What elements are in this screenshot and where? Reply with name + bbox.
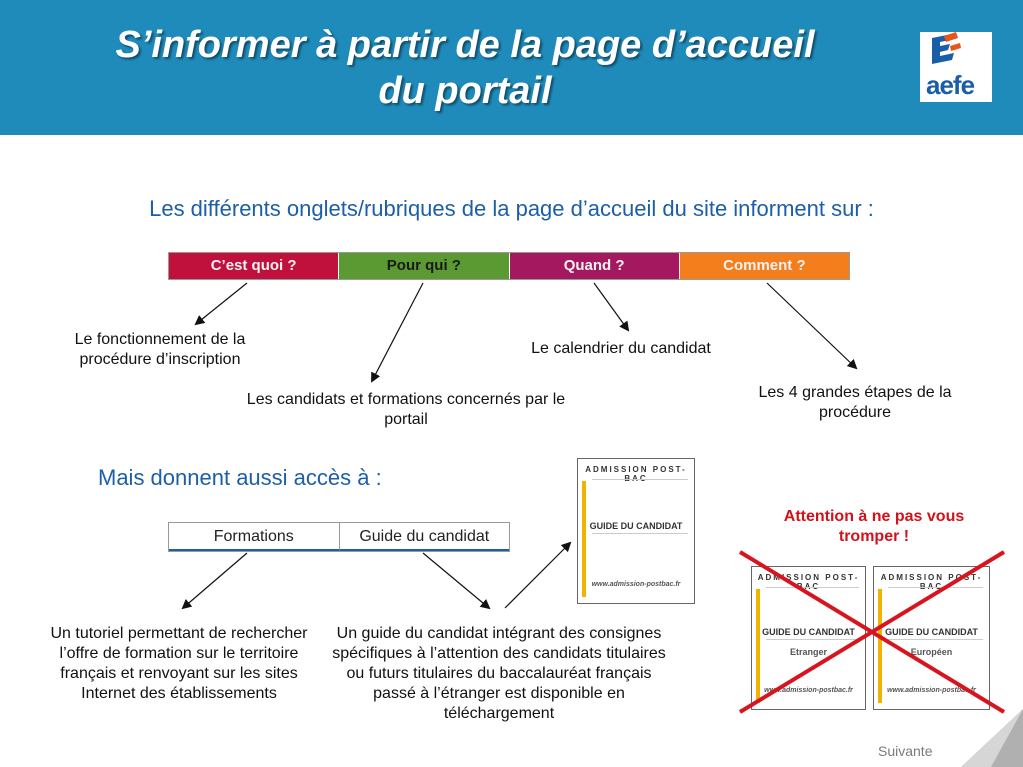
doc-header: ADMISSION POST-BAC — [880, 573, 983, 591]
doc-yellow-bar — [878, 589, 882, 703]
homepage-tabs: C’est quoi ? Pour qui ? Quand ? Comment … — [168, 252, 850, 280]
title-line-1: S’informer à partir de la page d’accueil — [115, 24, 815, 66]
tab-pour-qui[interactable]: Pour qui ? — [339, 253, 510, 279]
arrow-to-document — [504, 541, 572, 609]
note-candidats: Les candidats et formations concernés pa… — [246, 391, 566, 428]
arrow-to-etapes — [766, 282, 858, 370]
doc-divider — [888, 587, 983, 588]
logo-mark-icon — [932, 32, 961, 64]
note-fonctionnement: Le fonctionnement de la procédure d’insc… — [74, 331, 246, 368]
doc-subtitle: Etranger — [789, 647, 827, 657]
note-calendrier: Le calendrier du candidat — [531, 340, 711, 357]
guide-europeen-document: ADMISSION POST-BAC GUIDE DU CANDIDAT Eur… — [873, 566, 990, 710]
note-guide: Un guide du candidat intégrant des consi… — [332, 625, 666, 722]
arrow-to-tutoriel — [181, 552, 248, 610]
aefe-logo: aefe — [920, 32, 992, 102]
doc-subtitle: Européen — [910, 647, 953, 657]
doc-yellow-bar — [582, 481, 586, 597]
logo-text: aefe — [926, 70, 975, 100]
doc-title: GUIDE DU CANDIDAT — [885, 627, 978, 637]
arrow-to-fonctionnement — [194, 282, 248, 326]
access-tabs: Formations Guide du candidat — [168, 522, 510, 552]
note-tutoriel: Un tutoriel permettant de rechercher l’o… — [50, 625, 308, 702]
title-line-2: du portail — [378, 70, 552, 112]
doc-header: ADMISSION POST-BAC — [585, 465, 687, 483]
arrow-to-candidats — [371, 282, 424, 383]
header-bar: S’informer à partir de la page d’accueil… — [0, 0, 1023, 135]
doc-divider — [888, 639, 983, 640]
doc-title: GUIDE DU CANDIDAT — [589, 521, 683, 531]
doc-yellow-bar — [756, 589, 760, 703]
tab-formations[interactable]: Formations — [169, 523, 340, 551]
tab-guide-du-candidat[interactable]: Guide du candidat — [339, 523, 509, 551]
doc-header: ADMISSION POST-BAC — [757, 573, 860, 591]
page-title: S’informer à partir de la page d’accueil… — [20, 22, 910, 114]
doc-divider — [592, 533, 688, 534]
doc-divider — [766, 639, 859, 640]
guide-document[interactable]: ADMISSION POST-BAC GUIDE DU CANDIDAT www… — [577, 458, 695, 604]
doc-url: www.admission-postbac.fr — [887, 687, 976, 694]
next-link[interactable]: Suivante — [878, 743, 933, 759]
doc-divider — [592, 479, 688, 480]
tab-cest-quoi[interactable]: C’est quoi ? — [169, 253, 340, 279]
page-corner-icon[interactable] — [961, 709, 1023, 767]
arrow-to-guide — [422, 552, 491, 610]
doc-url: www.admission-postbac.fr — [591, 581, 681, 588]
intro-text: Les différents onglets/rubriques de la p… — [149, 196, 874, 221]
mais-text: Mais donnent aussi accès à : — [98, 465, 382, 490]
doc-title: GUIDE DU CANDIDAT — [762, 627, 855, 637]
warning-text: Attention à ne pas vous tromper ! — [783, 508, 965, 545]
note-etapes: Les 4 grandes étapes de la procédure — [758, 384, 952, 421]
arrow-to-calendrier — [593, 282, 630, 332]
tab-quand[interactable]: Quand ? — [509, 253, 680, 279]
guide-etranger-document: ADMISSION POST-BAC GUIDE DU CANDIDAT Etr… — [751, 566, 866, 710]
doc-divider — [766, 587, 859, 588]
doc-url: www.admission-postbac.fr — [764, 687, 853, 694]
tab-comment[interactable]: Comment ? — [679, 253, 849, 279]
